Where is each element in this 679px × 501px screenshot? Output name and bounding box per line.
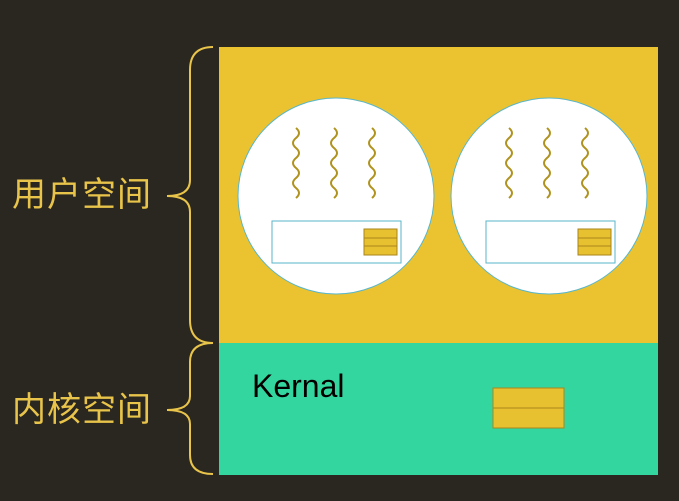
memory-block-icon: [577, 228, 612, 256]
memory-block-icon: [363, 228, 398, 256]
kernel-space-bracket: [166, 342, 214, 475]
kernel-label: Kernal: [252, 368, 345, 404]
thread-icon: [330, 127, 338, 199]
user-space-bracket: [166, 46, 214, 344]
thread-icon: [505, 127, 513, 199]
kernel-space-label: 内核空间: [12, 390, 152, 430]
process-1: [237, 97, 435, 295]
thread-icon: [543, 127, 551, 199]
kernel-memory-block-icon: [492, 387, 565, 429]
thread-icon: [292, 127, 300, 199]
process-2: [450, 97, 648, 295]
kernel-space-region: [219, 343, 658, 475]
thread-icon: [581, 127, 589, 199]
thread-icon: [368, 127, 376, 199]
user-space-label: 用户空间: [12, 175, 152, 215]
